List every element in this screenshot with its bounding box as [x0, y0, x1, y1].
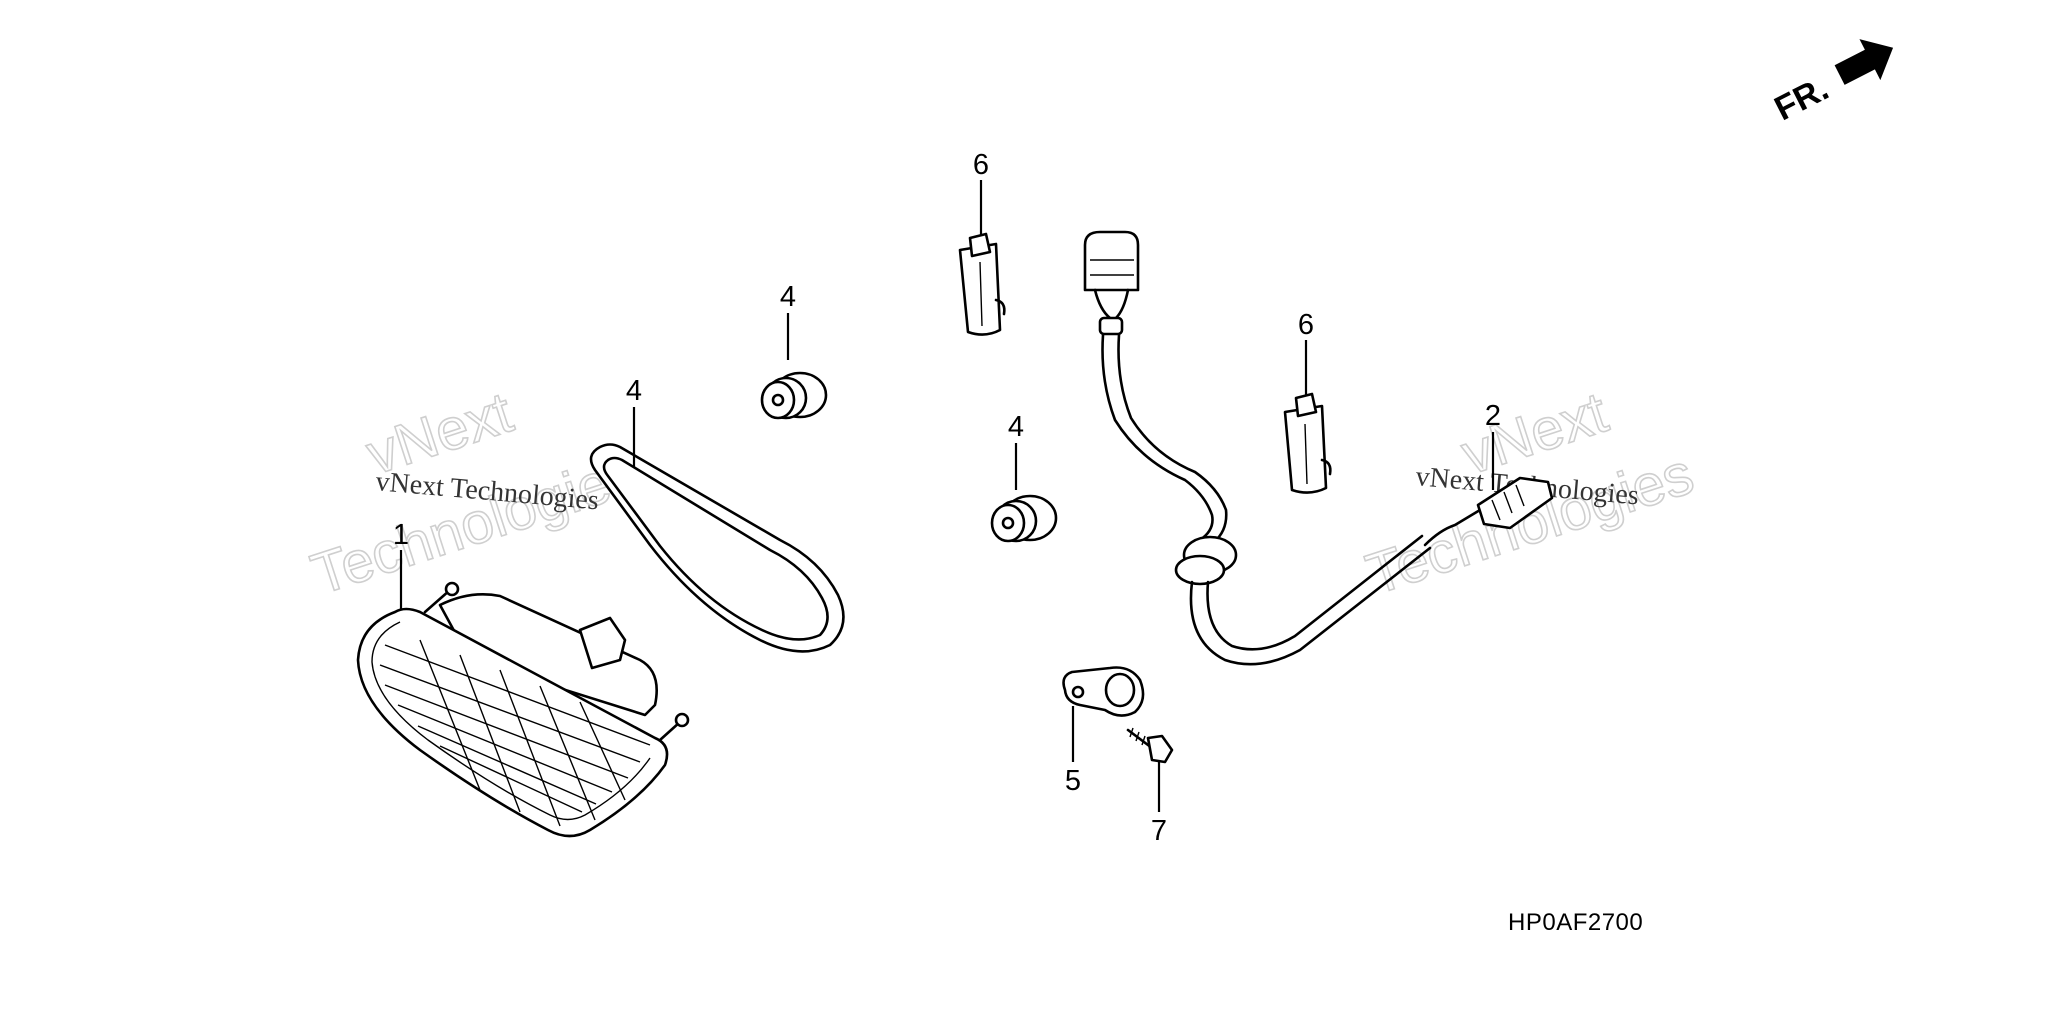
callout-7: 7: [1151, 815, 1167, 847]
callout-6-upper: 6: [973, 149, 989, 181]
mounting-stud: [658, 720, 682, 742]
callout-1: 1: [393, 519, 409, 551]
harness-cable: [1117, 333, 1228, 544]
grommet-hole: [1001, 516, 1015, 530]
mounting-stud-tip: [444, 581, 460, 597]
grommet-face: [760, 380, 796, 420]
clamp-hole: [1071, 685, 1085, 699]
clamp-loop: [1104, 672, 1136, 708]
harness-connector-end: [1476, 476, 1554, 530]
lens-rib: [539, 685, 596, 821]
mounting-stud: [423, 588, 452, 614]
gasket-inner: [602, 456, 829, 641]
tail-light-housing: [438, 593, 658, 717]
lens-rib: [384, 684, 629, 779]
lens-rib: [579, 701, 626, 801]
clip-tab: [1320, 458, 1332, 476]
lens-rib: [379, 664, 641, 763]
lens-rib: [419, 639, 481, 791]
screw-thread: [1129, 727, 1146, 746]
harness-wire: [1093, 288, 1112, 320]
lens-rib: [459, 654, 521, 813]
part-grommet: [760, 371, 828, 420]
clip-head: [968, 232, 992, 258]
connector-ridge: [1503, 491, 1513, 514]
callout-6-lower: 6: [1298, 309, 1314, 341]
clip-body: [958, 242, 1002, 336]
connector-ridge: [1491, 499, 1501, 521]
connector-ridge: [1515, 484, 1525, 507]
harness-sleeve: [1098, 316, 1124, 336]
part-gasket: [589, 443, 845, 653]
arrow-right-icon: [1834, 39, 1894, 85]
lens-rib: [397, 704, 613, 793]
tail-light-lens: [356, 607, 669, 838]
front-direction-label: FR.: [1769, 69, 1835, 128]
grommet-hole: [771, 393, 785, 407]
harness-cable: [1101, 333, 1214, 542]
part-tail-light-assembly: [356, 581, 690, 838]
clip-tab: [994, 298, 1006, 316]
part-cable-clamp: [1062, 666, 1145, 717]
front-direction-indicator: FR.: [1769, 39, 1894, 128]
lens-rib: [499, 669, 561, 827]
part-grommet: [990, 494, 1058, 543]
lens-rib: [417, 725, 597, 805]
harness-grommet: [1174, 554, 1226, 586]
harness-cable: [1206, 534, 1424, 651]
clip-head: [1294, 392, 1318, 418]
lens-rib: [439, 745, 583, 813]
diagram-code: HP0AF2700: [1508, 909, 1643, 936]
harness-wire: [1423, 508, 1482, 547]
grommet-face: [990, 503, 1026, 543]
part-wire-harness: [1083, 230, 1554, 666]
clip-seam: [979, 261, 983, 327]
harness-connector-top: [1083, 230, 1140, 292]
bulb-socket: [578, 616, 627, 670]
clip-seam: [1304, 423, 1308, 485]
harness-wire: [1114, 288, 1130, 320]
callout-2: 2: [1485, 400, 1501, 432]
callout-3: 4: [626, 375, 642, 407]
lens-rim: [371, 621, 651, 821]
mounting-stud-tip: [674, 712, 690, 728]
callout-4-lower: 4: [1008, 411, 1024, 443]
callout-4-upper: 4: [780, 281, 796, 313]
part-clip: [1283, 392, 1332, 494]
watermark-left: vNext Technologies vNext Technologies: [303, 379, 647, 608]
harness-cable: [1189, 546, 1432, 666]
callout-5: 5: [1065, 765, 1081, 797]
screw-head: [1146, 734, 1174, 764]
part-screw: [1126, 727, 1174, 764]
part-clip: [958, 232, 1006, 336]
